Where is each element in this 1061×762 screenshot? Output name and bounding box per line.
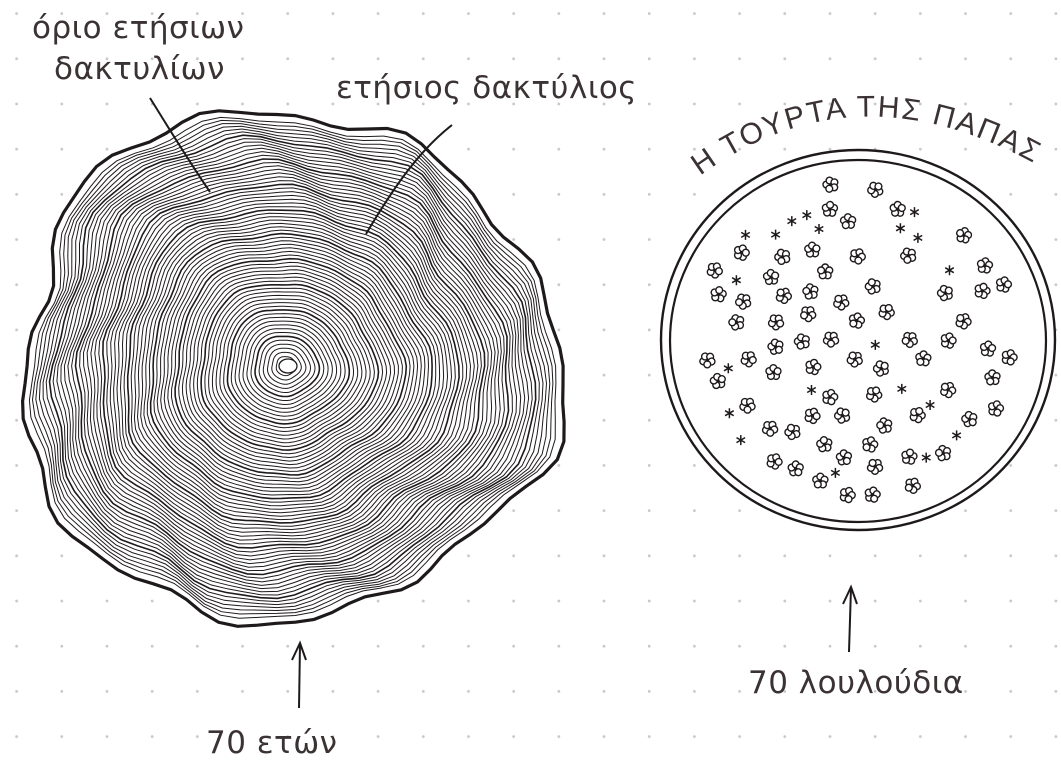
age-label: 70 ετών [206, 725, 338, 761]
ring-boundary-label: όριο ετήσιων δακτυλίων [32, 8, 244, 90]
ring-boundary-label-line1: όριο ετήσιων [32, 8, 244, 49]
cake [661, 150, 1055, 530]
annual-ring-label: ετήσιος δακτύλιος [336, 70, 637, 106]
age-arrow [292, 643, 306, 708]
flowers-arrow [843, 587, 857, 652]
flowers-label: 70 λουλούδια [748, 665, 964, 701]
tree-pith [279, 359, 297, 373]
ring-boundary-label-line2: δακτυλίων [32, 49, 244, 90]
tree-cross-section [23, 111, 565, 627]
